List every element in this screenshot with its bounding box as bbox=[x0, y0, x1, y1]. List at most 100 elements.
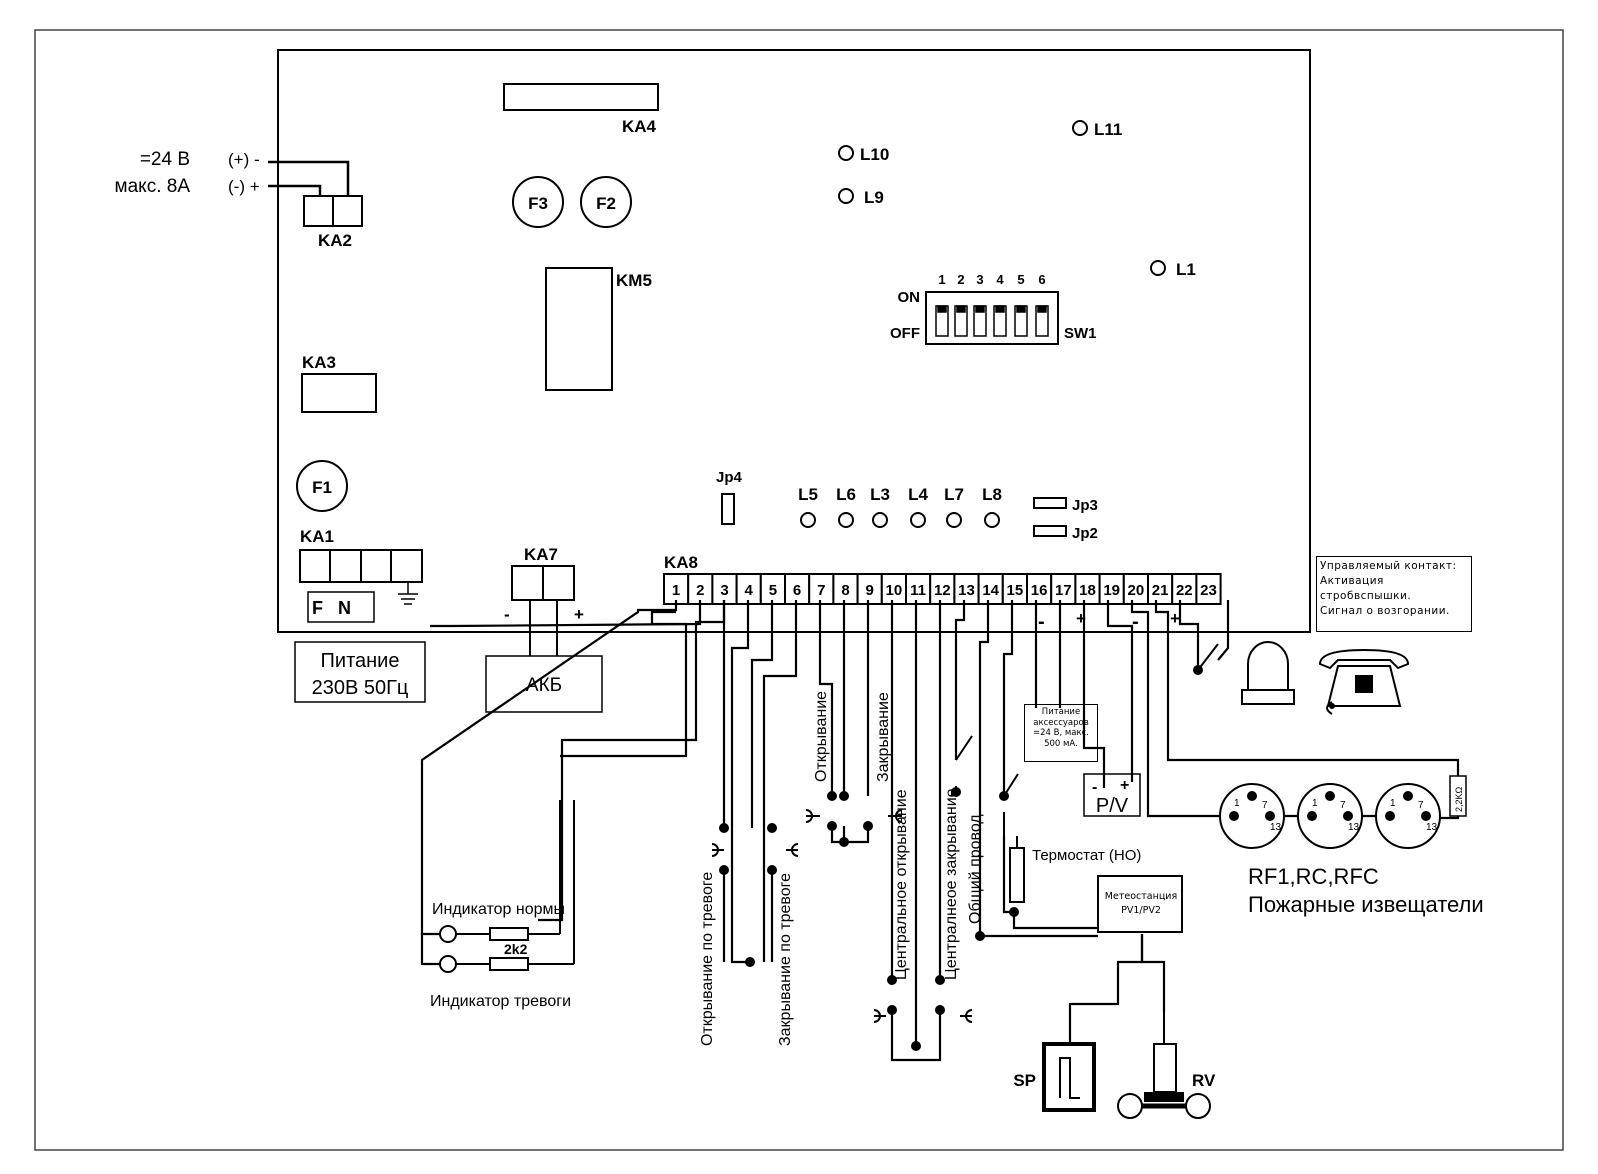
terminal-22-cell bbox=[1171, 573, 1198, 605]
meteo-station-box bbox=[1097, 875, 1183, 933]
t17-sign: + bbox=[1076, 609, 1086, 628]
terminal-3-label: 3 bbox=[720, 582, 728, 599]
label-close: Закрывание bbox=[875, 692, 892, 782]
alarm-pushbuttons bbox=[711, 809, 973, 1023]
indicator-norm-label: Индикатор нормы bbox=[432, 901, 565, 918]
outer-frame bbox=[34, 29, 1564, 1151]
jp2-label: Jp2 bbox=[1072, 525, 1098, 542]
led-l1-label: L1 bbox=[1176, 260, 1196, 279]
sw1-dip-switch bbox=[925, 291, 1059, 345]
led-l6 bbox=[838, 512, 854, 528]
sw1-numbers: 1 2 3 4 5 6 bbox=[938, 272, 1045, 287]
power-wire-plus bbox=[268, 160, 350, 196]
power-plus-label: (+) - bbox=[228, 150, 260, 169]
terminal-8-cell bbox=[832, 573, 859, 605]
svg-text:4: 4 bbox=[996, 272, 1004, 287]
jp4-label: Jp4 bbox=[716, 469, 743, 486]
control-contact-note: Управляемый контакт: Активация стробвспы… bbox=[1316, 556, 1472, 632]
terminal-14-label: 14 bbox=[982, 582, 999, 599]
fuse-f3-label: F3 bbox=[528, 194, 548, 213]
pv-plus: + bbox=[1120, 777, 1129, 794]
mains-box bbox=[294, 641, 426, 703]
sw1-label: SW1 bbox=[1064, 325, 1097, 342]
svg-text:13: 13 bbox=[1348, 822, 1360, 833]
resistor-2k2-label: 2k2 bbox=[504, 941, 528, 957]
rv-cup-right bbox=[1185, 1093, 1211, 1119]
sp-label: SP bbox=[1013, 1071, 1036, 1090]
terminal-13-label: 13 bbox=[958, 582, 975, 599]
fuse-f1 bbox=[296, 460, 348, 512]
led-l10 bbox=[838, 145, 854, 161]
terminal-19-cell bbox=[1098, 573, 1125, 605]
led-l1 bbox=[1150, 260, 1166, 276]
km5-relay bbox=[545, 267, 613, 391]
led-l5 bbox=[800, 512, 816, 528]
meteo-station-label: Метеостанция PV1/PV2 bbox=[1104, 891, 1178, 916]
rv-sensor bbox=[1153, 1043, 1177, 1093]
strobe-lamp-icon bbox=[1247, 641, 1289, 691]
battery-label: АКБ bbox=[526, 675, 562, 696]
indicator-alarm-label: Индикатор тревоги bbox=[430, 993, 571, 1010]
rv-cup-left bbox=[1117, 1093, 1143, 1119]
ka7-plus: + bbox=[574, 605, 584, 624]
terminal-9-cell bbox=[856, 573, 883, 605]
terminal-16-label: 16 bbox=[1031, 582, 1048, 599]
led-l7 bbox=[946, 512, 962, 528]
terminal-12-label: 12 bbox=[934, 582, 951, 599]
svg-text:3: 3 bbox=[976, 272, 983, 287]
led-l7-label: L7 bbox=[944, 485, 964, 504]
jp3-jumper bbox=[1033, 497, 1067, 509]
power-voltage-label: =24 В bbox=[140, 149, 190, 170]
svg-text:1: 1 bbox=[1234, 798, 1240, 809]
ka1-n-label: N bbox=[338, 598, 351, 618]
pv-label: P/V bbox=[1096, 795, 1129, 817]
terminal-15-cell bbox=[1001, 573, 1028, 605]
terminal-6-label: 6 bbox=[793, 582, 801, 599]
lower-leds: L5 L6 L3 L4 L7 L8 bbox=[798, 485, 1002, 528]
ka8-label: KA8 bbox=[664, 553, 698, 572]
resistor-22k bbox=[1449, 775, 1467, 817]
led-l8-label: L8 bbox=[982, 485, 1002, 504]
mains-line1: Питание bbox=[321, 650, 400, 672]
telephone-icon bbox=[1318, 648, 1410, 715]
led-l4-label: L4 bbox=[908, 485, 928, 504]
terminal-11-label: 11 bbox=[910, 582, 926, 599]
terminal-11-cell bbox=[905, 573, 932, 605]
controller-board bbox=[277, 49, 1311, 633]
rv-label: RV bbox=[1192, 1071, 1216, 1090]
led-l11-label: L11 bbox=[1094, 120, 1122, 139]
lamp-alarm-icon bbox=[439, 955, 457, 973]
terminal-23-cell bbox=[1195, 573, 1222, 605]
label-close-alarm: Закрывание по тревоге bbox=[777, 873, 794, 1046]
ka4-connector bbox=[503, 83, 659, 111]
terminal-9-label: 9 bbox=[866, 582, 874, 599]
svg-text:1: 1 bbox=[1312, 798, 1318, 809]
led-l3-label: L3 bbox=[870, 485, 890, 504]
t21-sign: + bbox=[1170, 609, 1180, 628]
ka7-minus: - bbox=[504, 605, 510, 624]
detector-title-label: Пожарные извещатели bbox=[1248, 892, 1484, 917]
power-wire-minus bbox=[268, 184, 322, 196]
label-central-close: Централнеое закрывание bbox=[943, 788, 960, 980]
detector-1 bbox=[1219, 783, 1285, 849]
svg-text:5: 5 bbox=[1017, 272, 1024, 287]
terminal-4-label: 4 bbox=[745, 582, 754, 599]
contact-switches bbox=[955, 643, 1219, 836]
ka1-fn-box bbox=[307, 591, 375, 623]
svg-text:1: 1 bbox=[1390, 798, 1396, 809]
terminal-23-label: 23 bbox=[1200, 582, 1217, 599]
ka3-connector bbox=[301, 373, 377, 413]
terminal-12-cell bbox=[929, 573, 956, 605]
led-l9 bbox=[838, 188, 854, 204]
resistor-norm bbox=[489, 927, 529, 941]
ka4-label: KA4 bbox=[622, 117, 657, 136]
fuse-f2-label: F2 bbox=[596, 194, 616, 213]
svg-text:2: 2 bbox=[957, 272, 964, 287]
led-l9-label: L9 bbox=[864, 188, 884, 207]
thermostat-element bbox=[1009, 847, 1025, 903]
fuse-f1-label: F1 bbox=[312, 478, 332, 497]
sw1-on-label: ON bbox=[898, 289, 921, 306]
km5-label: KM5 bbox=[616, 271, 652, 290]
